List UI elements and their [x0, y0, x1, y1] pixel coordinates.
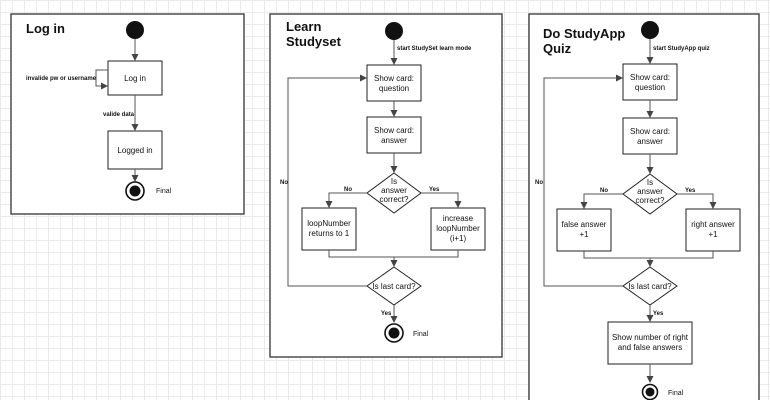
quiz-show-results-l2: and false answers	[618, 343, 682, 352]
quiz-title-line2: Quiz	[543, 41, 572, 56]
learn-last-yes-label: Yes	[381, 311, 392, 317]
quiz-final-label: Final	[668, 390, 684, 397]
learn-decision-last-label: Is last card?	[372, 282, 416, 291]
quiz-no-label: No	[600, 188, 608, 194]
learn-decision-correct-l3: correct?	[380, 195, 409, 204]
learn-card-question-l1: Show card:	[374, 74, 414, 83]
learn-final-label: Final	[413, 331, 429, 338]
learn-frame: Learn Studyset start StudySet learn mode…	[269, 13, 503, 358]
learn-no-label: No	[344, 187, 352, 193]
quiz-card-answer	[622, 117, 678, 155]
learn-arrow-yes	[421, 192, 462, 208]
quiz-final-node	[641, 383, 659, 400]
learn-loop-increase-l1: increase	[443, 214, 474, 223]
quiz-arrow-no	[580, 193, 623, 209]
quiz-false-answer-l1: false answer	[562, 220, 607, 229]
quiz-false-answer	[556, 208, 612, 252]
learn-loop-back	[287, 74, 367, 287]
learn-card-answer-l1: Show card:	[374, 126, 414, 135]
quiz-false-answer-l2: +1	[579, 230, 589, 239]
learn-card-question	[366, 64, 422, 102]
login-final-label: Final	[156, 188, 172, 195]
quiz-decision-correct-l1: Is	[647, 178, 653, 187]
login-frame: Log in Log in invalide pw or username va…	[10, 13, 245, 215]
learn-final-node	[384, 323, 404, 343]
learn-title-line2: Studyset	[286, 34, 342, 49]
learn-loop-increase	[430, 207, 486, 251]
learn-loop-no-label: No	[280, 180, 288, 186]
login-state-logged-label: Logged in	[117, 146, 152, 155]
quiz-show-results-l1: Show number of right	[612, 333, 689, 342]
learn-start-label: start StudySet learn mode	[397, 46, 472, 52]
login-state-login-label: Log in	[124, 74, 146, 83]
quiz-loop-no-label: No	[535, 180, 543, 186]
quiz-title-line1: Do StudyApp	[543, 26, 625, 41]
learn-loop-increase-l3: (i+1)	[450, 234, 467, 243]
quiz-card-answer-l2: answer	[637, 137, 663, 146]
quiz-loop-back	[543, 74, 623, 287]
learn-loop-reset-l2: returns to 1	[309, 229, 350, 238]
quiz-card-question-l1: Show card:	[630, 73, 670, 82]
quiz-frame: Do StudyApp Quiz start StudyApp quiz Sho…	[528, 13, 760, 400]
learn-card-answer-l2: answer	[381, 136, 407, 145]
quiz-decision-correct-l3: correct?	[636, 196, 665, 205]
quiz-arrow-yes	[677, 193, 717, 209]
learn-card-answer	[366, 116, 422, 154]
learn-card-question-l2: question	[379, 84, 409, 93]
learn-decision-correct	[366, 172, 422, 214]
quiz-decision-correct-l2: answer	[637, 187, 663, 196]
quiz-card-question-l2: question	[635, 83, 665, 92]
learn-decision-correct-l1: Is	[391, 177, 397, 186]
quiz-start-label: start StudyApp quiz	[653, 46, 710, 52]
quiz-right-answer	[685, 208, 741, 252]
learn-loop-reset-l1: loopNumber	[307, 219, 351, 228]
login-invalid-label: invalide pw or username	[26, 76, 97, 82]
login-title: Log in	[26, 21, 65, 36]
quiz-right-answer-l2: +1	[708, 230, 718, 239]
learn-decision-correct-l2: answer	[381, 186, 407, 195]
quiz-start-node	[641, 21, 659, 39]
quiz-show-results	[607, 321, 693, 365]
quiz-card-question	[622, 63, 678, 101]
login-final-node	[125, 181, 145, 201]
login-state-logged	[107, 130, 163, 170]
quiz-decision-last-label: Is last card?	[628, 282, 672, 291]
learn-loop-increase-l2: loopNumber	[436, 224, 480, 233]
quiz-decision-correct	[622, 173, 678, 215]
quiz-yes-label: Yes	[685, 188, 696, 194]
quiz-merge-line	[583, 251, 714, 259]
login-state-login	[107, 60, 163, 96]
login-self-loop	[95, 69, 108, 90]
login-start-node	[126, 21, 144, 39]
quiz-card-answer-l1: Show card:	[630, 127, 670, 136]
quiz-last-yes-label: Yes	[653, 311, 664, 317]
login-valid-label: valide data	[103, 112, 135, 118]
learn-yes-label: Yes	[429, 187, 440, 193]
login-frame-border	[10, 13, 245, 215]
learn-arrow-no	[325, 192, 367, 208]
quiz-right-answer-l1: right answer	[691, 220, 735, 229]
learn-start-node	[385, 22, 403, 40]
learn-title-line1: Learn	[286, 19, 321, 34]
learn-loop-reset	[301, 207, 357, 251]
